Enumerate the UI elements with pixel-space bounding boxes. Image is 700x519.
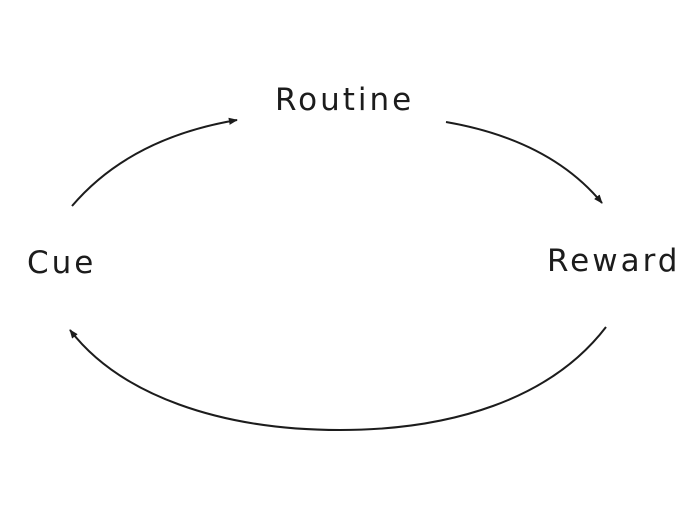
node-label-reward: Reward [547, 243, 681, 279]
node-label-cue: Cue [27, 245, 97, 281]
node-label-routine: Routine [275, 82, 415, 118]
arrow-routine-to-reward [445, 121, 603, 204]
arrow-cue-to-routine [71, 117, 238, 207]
arrow-reward-to-cue [69, 326, 607, 432]
